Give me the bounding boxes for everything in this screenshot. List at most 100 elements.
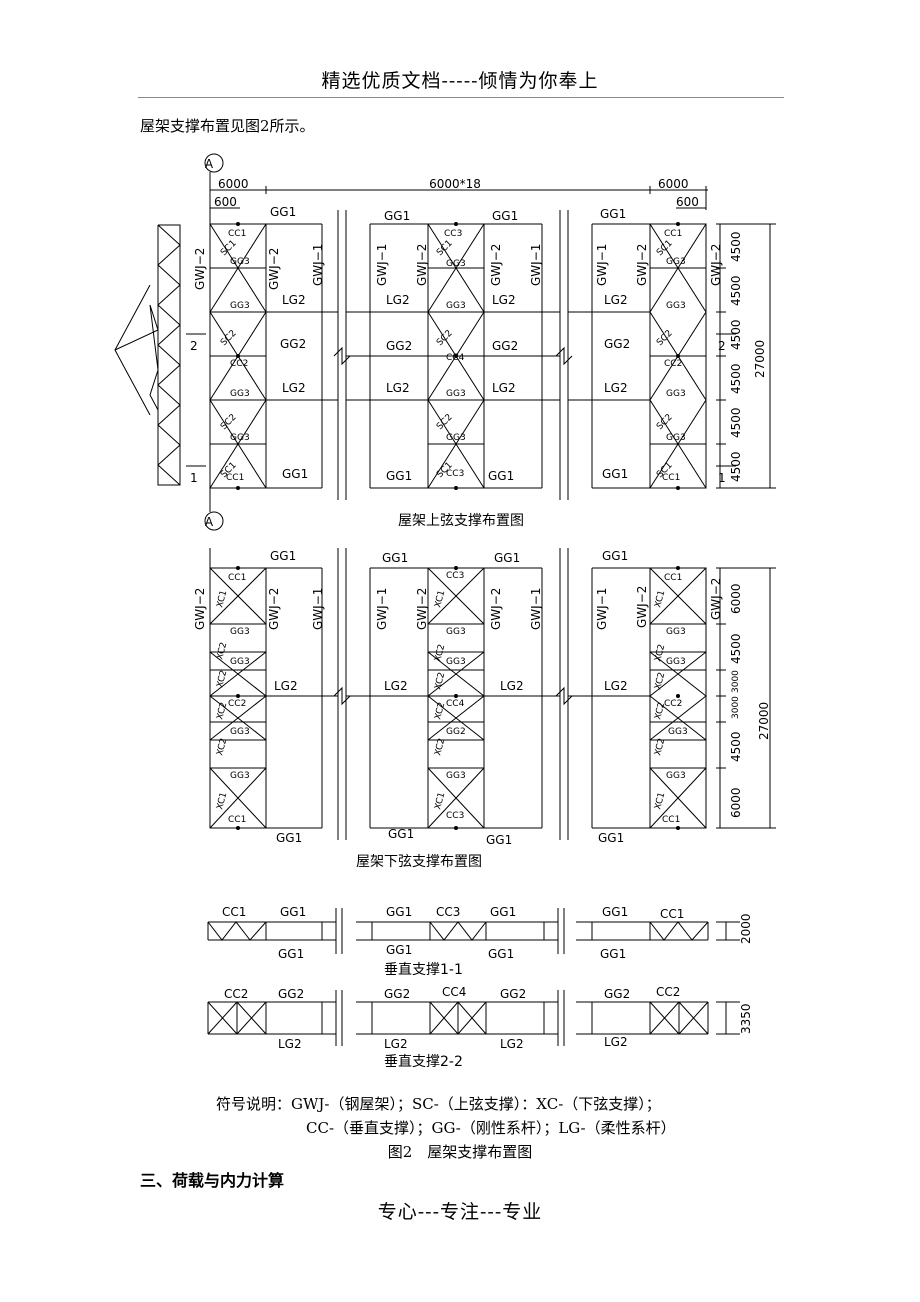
row-dim: 3000 [731, 696, 741, 719]
label-gg1: GG1 [488, 947, 514, 961]
label-gg1: GG1 [382, 551, 408, 565]
top-plan-caption: 屋架上弦支撑布置图 [398, 513, 524, 529]
label-lg2: LG2 [282, 381, 306, 395]
dim-right-bay: 6000 [658, 177, 689, 191]
label-gwj2: GWJ−2 [415, 244, 429, 286]
label-gg3: GG3 [230, 771, 250, 781]
label-cc2: CC2 [224, 987, 248, 1001]
page-header-title: 精选优质文档-----倾情为你奉上 [321, 70, 599, 92]
label-sc1: SC1 [655, 239, 675, 259]
label-lg2: LG2 [604, 1035, 628, 1049]
section-mark-2: 2 [718, 339, 726, 353]
row-dim: 4500 [729, 319, 743, 350]
label-gwj2: GWJ−2 [193, 248, 207, 290]
label-gwj2: GWJ−2 [709, 244, 723, 286]
label-cc4: CC4 [446, 353, 465, 363]
label-gg1: GG1 [490, 905, 516, 919]
label-gg2: GG2 [280, 337, 306, 351]
label-gwj2: GWJ−2 [635, 244, 649, 286]
label-gwj1: GWJ−1 [311, 244, 325, 286]
label-lg2: LG2 [492, 293, 516, 307]
label-lg2: LG2 [384, 1037, 408, 1051]
label-gg3: GG3 [666, 627, 686, 637]
label-gg3: GG3 [666, 301, 686, 311]
legend-line-2: CC-（垂直支撑）；GG-（刚性系杆）；LG-（柔性系杆） [306, 1119, 676, 1137]
label-gg1: GG1 [386, 469, 412, 483]
row-dim: 4500 [729, 451, 743, 482]
row-dim: 4500 [729, 363, 743, 394]
label-gg1: GG1 [276, 831, 302, 845]
label-gg3: GG3 [446, 301, 466, 311]
label-gg3: GG3 [230, 257, 250, 267]
label-gg3: GG3 [230, 433, 250, 443]
label-gg1: GG1 [602, 467, 628, 481]
label-gg1: GG1 [386, 943, 412, 957]
label-xc1: XC1 [215, 791, 229, 811]
label-xc2: XC2 [215, 669, 229, 689]
vertical-2-caption: 垂直支撑2-2 [384, 1053, 463, 1070]
axis-label-top: A [205, 157, 214, 171]
label-cc1: CC1 [228, 229, 246, 239]
label-xc2: XC2 [653, 671, 667, 691]
label-xc2: XC2 [433, 737, 447, 757]
label-gg3: GG3 [230, 627, 250, 637]
label-gwj1: GWJ−1 [529, 588, 543, 630]
label-gg1: GG1 [600, 207, 626, 221]
label-gg1: GG1 [492, 209, 518, 223]
label-gwj1: GWJ−1 [595, 244, 609, 286]
label-gg1: GG1 [270, 205, 296, 219]
label-lg2: LG2 [604, 293, 628, 307]
label-gwj2: GWJ−2 [635, 586, 649, 628]
label-sc2: SC2 [435, 329, 455, 349]
label-cc3: CC3 [444, 229, 462, 239]
label-gg1: GG1 [486, 833, 512, 847]
label-gwj1: GWJ−1 [595, 588, 609, 630]
label-lg2: LG2 [282, 293, 306, 307]
label-cc2: CC2 [656, 985, 680, 999]
label-xc2: XC2 [433, 643, 447, 663]
label-cc1: CC1 [228, 573, 246, 583]
label-xc1: XC1 [215, 589, 229, 609]
label-cc4: CC4 [442, 985, 466, 999]
label-gg2: GG2 [500, 987, 526, 1001]
label-gg3: GG3 [230, 301, 250, 311]
axis-bubble-top [204, 153, 224, 173]
row-dim: 4500 [729, 731, 743, 762]
label-gg3: GG3 [666, 389, 686, 399]
label-xc2: XC2 [653, 737, 667, 757]
figure-caption: 图2 屋架支撑布置图 [387, 1143, 533, 1161]
label-gg1: GG1 [388, 827, 414, 841]
label-xc2: XC2 [433, 701, 447, 721]
label-lg2: LG2 [386, 381, 410, 395]
label-lg2: LG2 [604, 381, 628, 395]
label-cc1: CC1 [662, 815, 680, 825]
label-xc2: XC2 [653, 643, 667, 663]
label-gg2: GG2 [384, 987, 410, 1001]
row-dim: 6000 [729, 583, 743, 614]
label-gg1: GG1 [386, 905, 412, 919]
label-gg3: GG3 [446, 657, 466, 667]
label-sc2: SC2 [219, 413, 239, 433]
label-gg1: GG1 [270, 549, 296, 563]
label-xc2: XC2 [215, 641, 229, 661]
row-dim: 4500 [729, 633, 743, 664]
label-gg1: GG1 [488, 469, 514, 483]
section-mark-1: 1 [190, 471, 198, 485]
label-cc3: CC3 [446, 571, 464, 581]
label-gg3: GG3 [666, 657, 686, 667]
label-cc1: CC1 [662, 473, 680, 483]
label-cc4: CC4 [446, 699, 465, 709]
label-cc2: CC2 [228, 699, 246, 709]
label-lg2: LG2 [500, 679, 524, 693]
label-cc3: CC3 [436, 905, 460, 919]
label-gg3: GG3 [230, 389, 250, 399]
label-gg1: GG1 [600, 947, 626, 961]
label-lg2: LG2 [604, 679, 628, 693]
vertical-2-height: 3350 [739, 1003, 753, 1034]
label-sc1: SC1 [435, 239, 455, 259]
label-lg2: LG2 [492, 381, 516, 395]
label-xc1: XC1 [653, 589, 667, 609]
label-gwj2: GWJ−2 [415, 588, 429, 630]
label-xc2: XC2 [433, 671, 447, 691]
label-xc2: XC2 [215, 701, 229, 721]
